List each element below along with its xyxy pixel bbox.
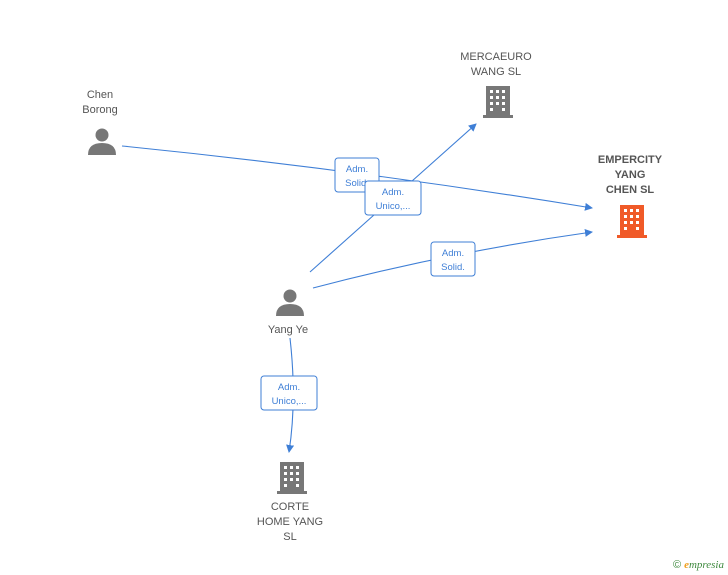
node-empercity-yang-chen[interactable]: EMPERCITY YANG CHEN SL	[598, 154, 663, 238]
edge-label-yang-corte[interactable]: Adm. Unico,...	[260, 375, 318, 411]
edge-label-line: Unico,...	[376, 201, 411, 212]
edge-label-line: Adm.	[346, 164, 368, 175]
edge-label-line: Adm.	[278, 382, 300, 393]
edge-label-yang-mercaeuro[interactable]: Adm. Unico,...	[364, 180, 422, 216]
node-label: MERCAEURO	[460, 51, 532, 63]
node-chen-borong[interactable]: Chen Borong	[82, 89, 118, 155]
edge-label-line: Unico,...	[272, 396, 307, 407]
edge-label-line: Solid.	[441, 262, 465, 273]
person-icon	[276, 289, 304, 316]
node-label: YANG	[615, 169, 646, 181]
building-icon	[617, 205, 647, 238]
node-label: EMPERCITY	[598, 154, 663, 166]
copyright-symbol: ©	[672, 559, 682, 571]
node-label: CORTE	[271, 501, 309, 513]
edge-label-line: Solid.	[345, 178, 369, 189]
node-mercaeuro-wang[interactable]: MERCAEURO WANG SL	[460, 51, 532, 118]
node-label: Chen	[87, 89, 113, 101]
brand-logo-text: mpresia	[688, 559, 724, 571]
building-icon	[277, 462, 307, 494]
edge-label-yang-empercity[interactable]: Adm. Solid.	[430, 241, 476, 277]
person-icon	[88, 128, 116, 155]
node-label: Borong	[82, 104, 117, 116]
brand-logo-initial: e	[684, 559, 689, 571]
brand-footer: ©empresia	[673, 559, 724, 571]
node-yang-ye[interactable]: Yang Ye	[268, 289, 308, 337]
node-label: HOME YANG	[257, 516, 323, 528]
node-label: SL	[283, 531, 296, 543]
node-label: CHEN SL	[606, 184, 655, 196]
node-corte-home-yang[interactable]: CORTE HOME YANG SL	[257, 462, 323, 543]
edge-label-line: Adm.	[382, 187, 404, 198]
node-label: Yang Ye	[268, 324, 308, 336]
edge-label-line: Adm.	[442, 248, 464, 259]
node-label: WANG SL	[471, 66, 521, 78]
building-icon	[483, 86, 513, 118]
